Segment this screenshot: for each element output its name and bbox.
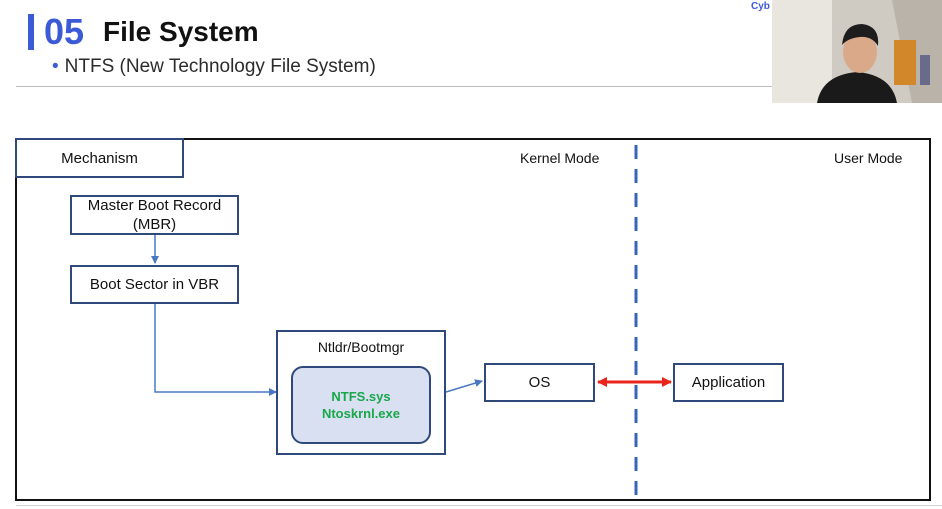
section-number: 05 bbox=[44, 11, 85, 52]
section-accent-bar bbox=[28, 14, 34, 50]
boot-to-loader-arrow bbox=[154, 303, 277, 396]
file-ntfs-sys: NTFS.sys bbox=[331, 389, 391, 404]
bullet-icon: • bbox=[52, 56, 59, 77]
user-mode-label: User Mode bbox=[834, 150, 903, 166]
subtitle: •NTFS (New Technology File System) bbox=[52, 55, 376, 79]
loader-title: Ntldr/Bootmgr bbox=[317, 339, 405, 355]
loader-to-os-arrow bbox=[445, 379, 483, 393]
presenter-video-frame bbox=[772, 0, 942, 103]
os-box: OS bbox=[484, 363, 595, 402]
diagram-frame bbox=[15, 138, 931, 501]
webcam-video bbox=[772, 0, 942, 103]
kernel-files-box: NTFS.sys Ntoskrnl.exe bbox=[291, 366, 431, 444]
bottom-divider bbox=[16, 505, 942, 506]
os-label: OS bbox=[528, 374, 551, 391]
application-label: Application bbox=[691, 374, 766, 391]
boot-sector-label: Boot Sector in VBR bbox=[89, 276, 220, 293]
mbr-label-line2: (MBR) bbox=[132, 216, 177, 233]
page-title: File System bbox=[103, 16, 259, 47]
boot-sector-box: Boot Sector in VBR bbox=[70, 265, 239, 304]
overlay-corner-text: Cyb bbox=[751, 1, 770, 12]
kernel-mode-label: Kernel Mode bbox=[520, 150, 600, 166]
mbr-label-line1: Master Boot Record bbox=[87, 197, 222, 214]
mbr-box: Master Boot Record (MBR) bbox=[70, 195, 239, 235]
header-divider bbox=[16, 86, 786, 87]
mechanism-label: Mechanism bbox=[15, 138, 184, 178]
application-box: Application bbox=[673, 363, 784, 402]
subtitle-text: NTFS (New Technology File System) bbox=[64, 56, 376, 77]
file-ntoskrnl-exe: Ntoskrnl.exe bbox=[321, 406, 401, 421]
